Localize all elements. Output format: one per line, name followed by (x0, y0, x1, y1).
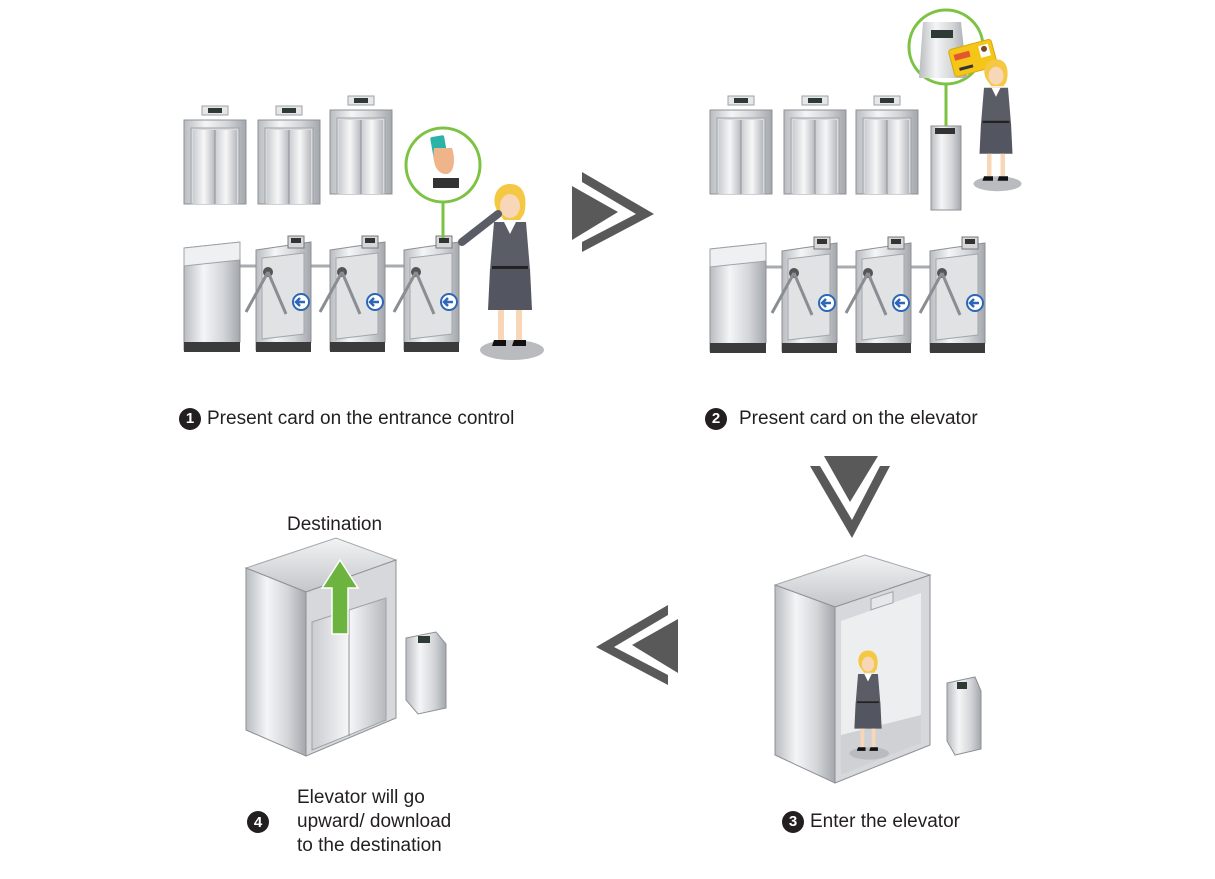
step-3-label: 3 Enter the elevator (782, 810, 960, 833)
elevator-cabin-open (773, 554, 932, 784)
step-text: Enter the elevator (810, 811, 960, 832)
woman-at-reader (973, 59, 1022, 192)
elevator-closed (244, 537, 398, 757)
step2-illustration (709, 8, 1022, 355)
step-4-label: 4 Elevator will go upward/ download to t… (247, 786, 451, 858)
step4-illustration (244, 537, 447, 757)
step-text-line: upward/ download (297, 811, 452, 832)
destination-label: Destination (287, 514, 383, 535)
flow-arrow-right (572, 172, 654, 252)
step-1-label: 1 Present card on the entrance control (179, 407, 514, 430)
flow-arrow-down (810, 456, 890, 538)
step-number-badge: 4 (247, 811, 269, 833)
step-text: Elevator will go upward/ download to the… (297, 786, 451, 858)
step-text: Present card on the elevator (739, 408, 978, 429)
elevator-bank (183, 95, 393, 205)
step3-illustration (773, 554, 982, 784)
step-number-badge: 1 (179, 407, 201, 430)
step1-illustration (183, 95, 544, 360)
step-2-label: 2 Present card on the elevator (705, 407, 978, 430)
elevator-card-reader (930, 125, 962, 211)
step-number-badge: 2 (705, 407, 727, 430)
turnstile-row (709, 235, 987, 355)
callout-card-tap (404, 126, 482, 238)
step-text-line: Elevator will go (297, 787, 425, 808)
elevator-card-reader (405, 631, 447, 715)
up-arrow-icon (320, 558, 360, 635)
step-text-line: to the destination (297, 835, 442, 856)
step-text: Present card on the entrance control (207, 408, 515, 429)
flow-arrow-left (596, 605, 678, 685)
elevator-card-reader (946, 676, 982, 756)
turnstile-row (183, 234, 461, 354)
elevator-bank (709, 95, 919, 195)
step-number-badge: 3 (782, 810, 804, 833)
woman-presenting-card (458, 184, 544, 360)
